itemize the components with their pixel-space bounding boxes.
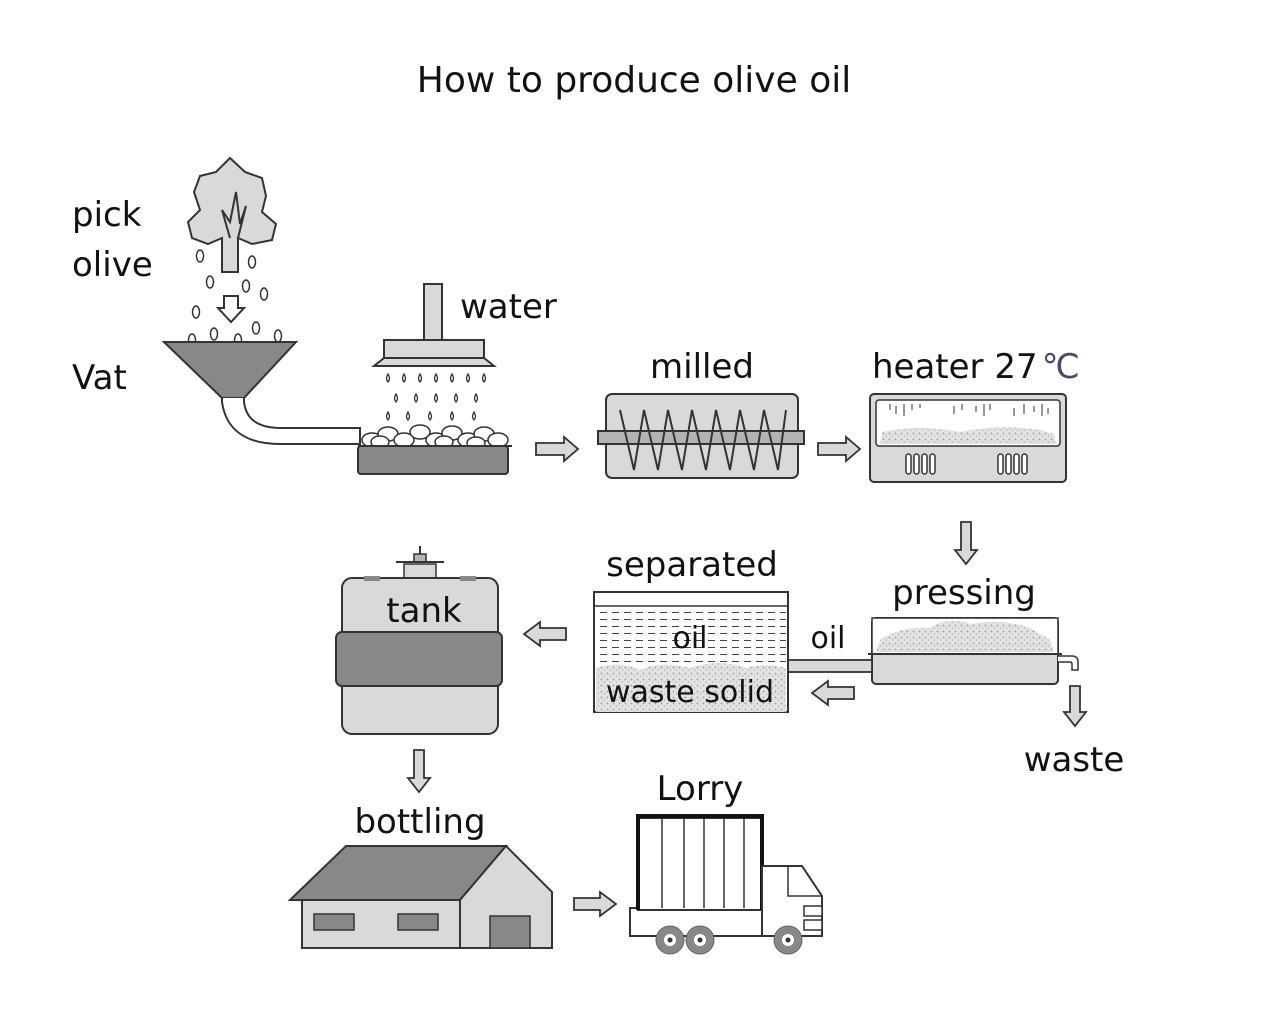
- press-machine: [868, 617, 1079, 685]
- olive-tree-icon: [186, 156, 278, 273]
- storage-tank: [335, 546, 503, 735]
- oil-pipe: [787, 659, 873, 673]
- lorry-label: Lorry: [657, 769, 744, 809]
- vat-funnel: [161, 341, 361, 445]
- vat-label: Vat: [72, 358, 127, 398]
- separated-label: separated: [606, 545, 778, 585]
- olive-label: olive: [72, 245, 153, 285]
- milled-label: milled: [650, 347, 754, 387]
- bottling-factory-icon: [287, 844, 553, 949]
- heater-machine: [869, 393, 1067, 483]
- down-arrow-icon: [1062, 685, 1088, 728]
- heater-label: heater 27℃: [872, 347, 1080, 387]
- right-arrow-icon: [573, 890, 618, 918]
- separator-tank: [593, 591, 789, 713]
- separated-oil-label: oil: [672, 621, 707, 656]
- waste-solid-label: waste solid: [606, 675, 774, 710]
- water-label: water: [460, 287, 557, 327]
- mill-machine: [597, 393, 805, 479]
- left-arrow-icon: [522, 620, 567, 648]
- water-drops: [385, 372, 487, 421]
- washing-tray: [357, 424, 512, 475]
- right-arrow-icon: [535, 435, 580, 463]
- lorry-truck-icon: [629, 814, 823, 955]
- water-sprayer: [371, 283, 497, 367]
- down-arrow-icon: [953, 521, 979, 566]
- wheel-icon: [685, 925, 715, 955]
- right-arrow-icon: [817, 435, 862, 463]
- diagram-title: How to produce olive oil: [417, 60, 851, 101]
- left-arrow-icon: [810, 679, 855, 707]
- bottling-label: bottling: [354, 802, 485, 842]
- pressing-label: pressing: [892, 573, 1036, 613]
- wheel-icon: [655, 925, 685, 955]
- oil-pipe-label: oil: [810, 621, 845, 656]
- down-arrow-icon: [215, 295, 247, 324]
- tank-label: tank: [386, 591, 462, 631]
- pick-label: pick: [72, 195, 142, 235]
- waste-label: waste: [1024, 740, 1125, 780]
- wheel-icon: [773, 925, 803, 955]
- down-arrow-icon: [406, 749, 432, 794]
